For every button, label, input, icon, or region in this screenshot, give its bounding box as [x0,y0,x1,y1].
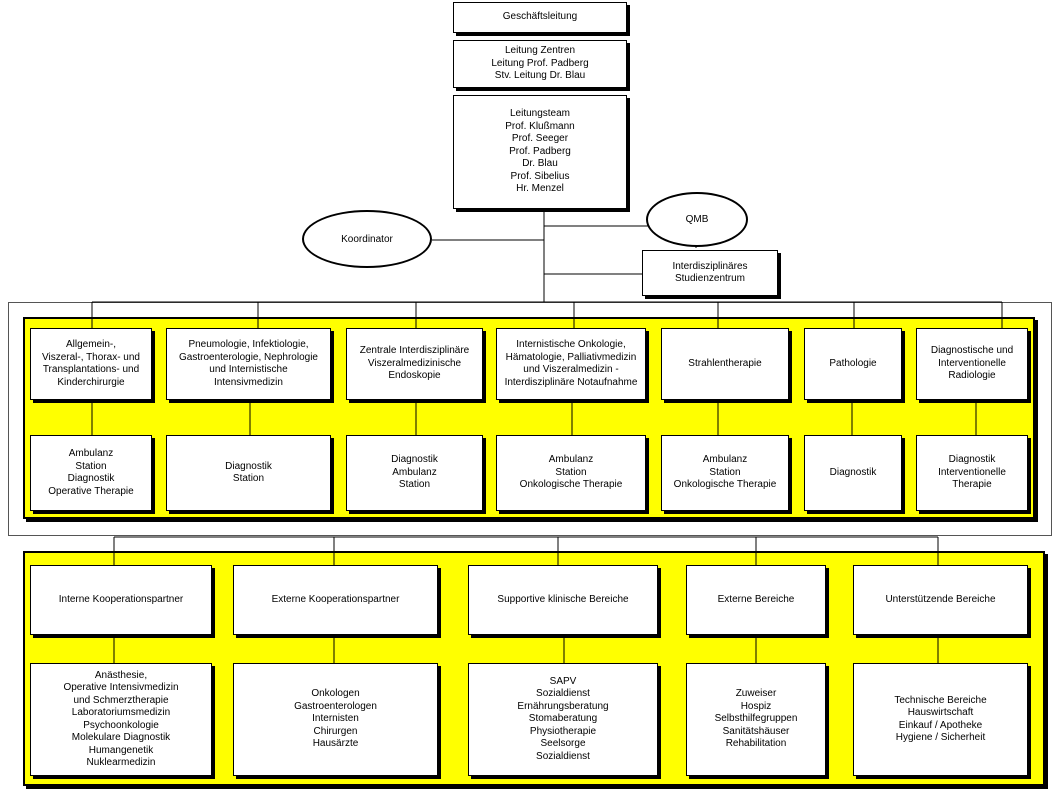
partner-supporting-areas: Unterstützende Bereiche [853,565,1028,635]
partner-external: Externe Kooperationspartner [233,565,438,635]
department-radiology: Diagnostische und Interventionelle Radio… [916,328,1028,400]
partner-supportive: Supportive klinische Bereiche [468,565,658,635]
department-endoscopy: Zentrale Interdisziplinäre Viszeralmediz… [346,328,483,400]
services-radiotherapy: Ambulanz Station Onkologische Therapie [661,435,789,511]
members-supporting-areas: Technische Bereiche Hauswirtschaft Einka… [853,663,1028,776]
partner-internal: Interne Kooperationspartner [30,565,212,635]
department-internal-medicine: Pneumologie, Infektiologie, Gastroentero… [166,328,331,400]
partner-external-areas: Externe Bereiche [686,565,826,635]
management-box: Geschäftsleitung [453,2,627,33]
department-pathology: Pathologie [804,328,902,400]
services-oncology: Ambulanz Station Onkologische Therapie [496,435,646,511]
services-internal-medicine: Diagnostik Station [166,435,331,511]
members-external: Onkologen Gastroenterologen Internisten … [233,663,438,776]
study-center-box: Interdisziplinäres Studienzentrum [642,250,778,296]
services-pathology: Diagnostik [804,435,902,511]
qmb-ellipse: QMB [646,192,748,247]
lead-team-box: Leitungsteam Prof. Klußmann Prof. Seeger… [453,95,627,209]
coordinator-ellipse: Koordinator [302,210,432,268]
department-radiotherapy: Strahlentherapie [661,328,789,400]
services-endoscopy: Diagnostik Ambulanz Station [346,435,483,511]
services-radiology: Diagnostik Interventionelle Therapie [916,435,1028,511]
centers-lead-box: Leitung Zentren Leitung Prof. Padberg St… [453,40,627,88]
services-surgery: Ambulanz Station Diagnostik Operative Th… [30,435,152,511]
members-supportive: SAPV Sozialdienst Ernährungsberatung Sto… [468,663,658,776]
department-surgery: Allgemein-, Viszeral-, Thorax- und Trans… [30,328,152,400]
members-internal: Anästhesie, Operative Intensivmedizin un… [30,663,212,776]
members-external-areas: Zuweiser Hospiz Selbsthilfegruppen Sanit… [686,663,826,776]
department-oncology: Internistische Onkologie, Hämatologie, P… [496,328,646,400]
